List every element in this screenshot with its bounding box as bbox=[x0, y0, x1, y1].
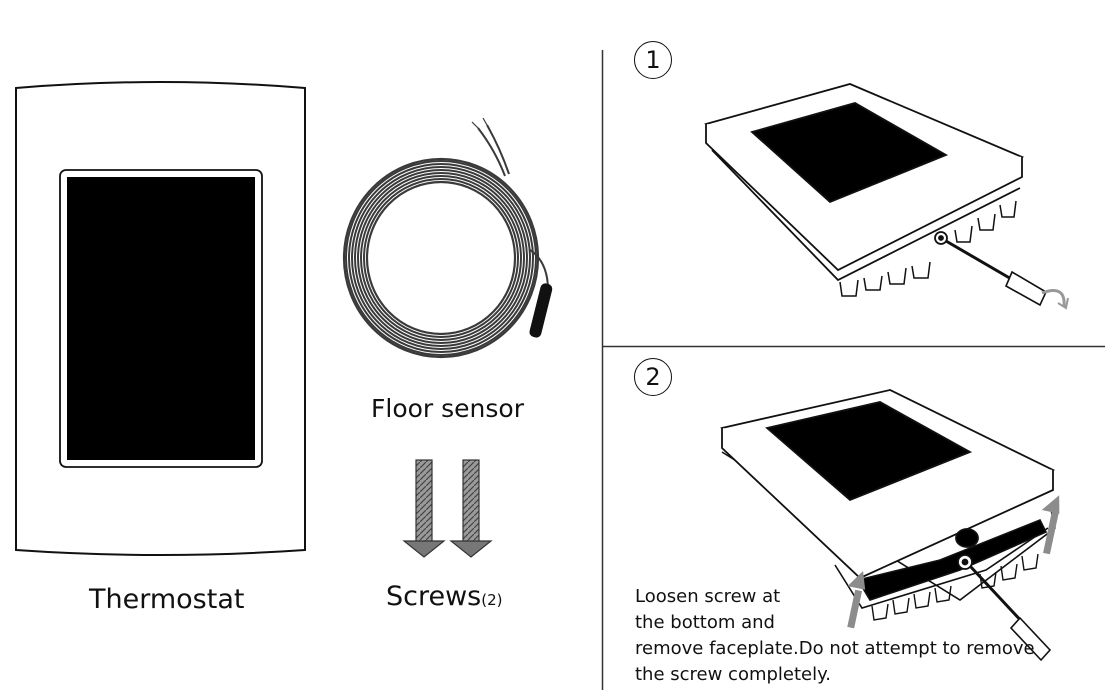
floor-sensor-label: Floor sensor bbox=[371, 394, 524, 423]
step1-thermostat bbox=[704, 83, 1025, 297]
thermostat-device bbox=[15, 81, 306, 556]
screws-label-text: Screws bbox=[386, 581, 482, 612]
step1-number-badge: 1 bbox=[634, 41, 672, 79]
step2-faceplate bbox=[720, 389, 1056, 580]
instruction-line-1: Loosen screw at bbox=[635, 586, 781, 607]
sensor-probe bbox=[529, 283, 553, 338]
instruction-line-3: remove faceplate.Do not attempt to remov… bbox=[635, 638, 1035, 659]
upward-arrow-icon bbox=[847, 570, 866, 629]
screw-icon bbox=[402, 459, 446, 558]
upward-arrow-icon bbox=[1041, 495, 1060, 555]
screwdriver-icon bbox=[945, 239, 1069, 310]
screws-label: Screws(2) bbox=[386, 581, 503, 612]
floor-sensor-coil bbox=[342, 117, 549, 359]
thermostat-label: Thermostat bbox=[89, 584, 245, 615]
instruction-line-2: the bottom and bbox=[635, 612, 775, 633]
step2-number-badge: 2 bbox=[634, 358, 672, 396]
thermostat-screen bbox=[67, 177, 255, 460]
step2-instruction: Loosen screw at the bottom and remove fa… bbox=[635, 584, 1035, 688]
screw-icon bbox=[449, 459, 493, 558]
screwdriver-icon bbox=[968, 564, 1052, 662]
instruction-line-4: the screw completely. bbox=[635, 664, 831, 685]
screws-count: (2) bbox=[481, 591, 503, 609]
